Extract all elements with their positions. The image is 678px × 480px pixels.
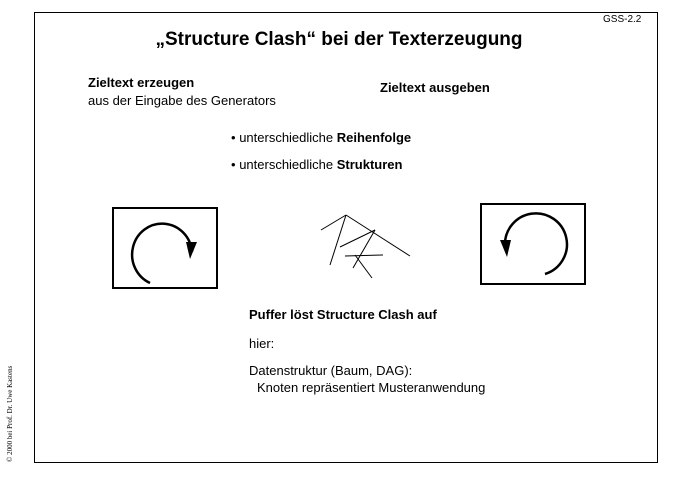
here-label: hier: (249, 336, 275, 351)
bullet-bold: Reihenfolge (336, 130, 412, 145)
slide-code: GSS-2.2 (603, 14, 642, 25)
data-structure-line-2: Knoten repräsentiert Musteranwendung (257, 380, 486, 395)
bullet-bold: Strukturen (336, 157, 403, 172)
slide-frame (34, 12, 658, 463)
bullet-text: unterschiedliche (239, 130, 337, 145)
bullet-item-2: • unterschiedliche Strukturen (231, 157, 402, 172)
bullet-dot: • (231, 130, 236, 145)
right-heading: Zieltext ausgeben (380, 80, 490, 95)
counterclockwise-cycle-icon (480, 203, 586, 285)
bullet-dot: • (231, 157, 236, 172)
buffer-heading: Puffer löst Structure Clash auf (249, 307, 437, 322)
clockwise-cycle-icon (112, 207, 218, 289)
left-subheading: aus der Eingabe des Generators (88, 93, 276, 108)
left-heading: Zieltext erzeugen (88, 75, 195, 90)
bullet-item-1: • unterschiedliche Reihenfolge (231, 130, 411, 145)
tree-structure-icon (320, 214, 411, 279)
data-structure-line-1: Datenstruktur (Baum, DAG): (249, 363, 413, 378)
bullet-text: unterschiedliche (239, 157, 337, 172)
copyright-notice: © 2000 bei Prof. Dr. Uwe Kastens (6, 365, 14, 462)
page-title: „Structure Clash“ bei der Texterzeugung (155, 29, 523, 50)
